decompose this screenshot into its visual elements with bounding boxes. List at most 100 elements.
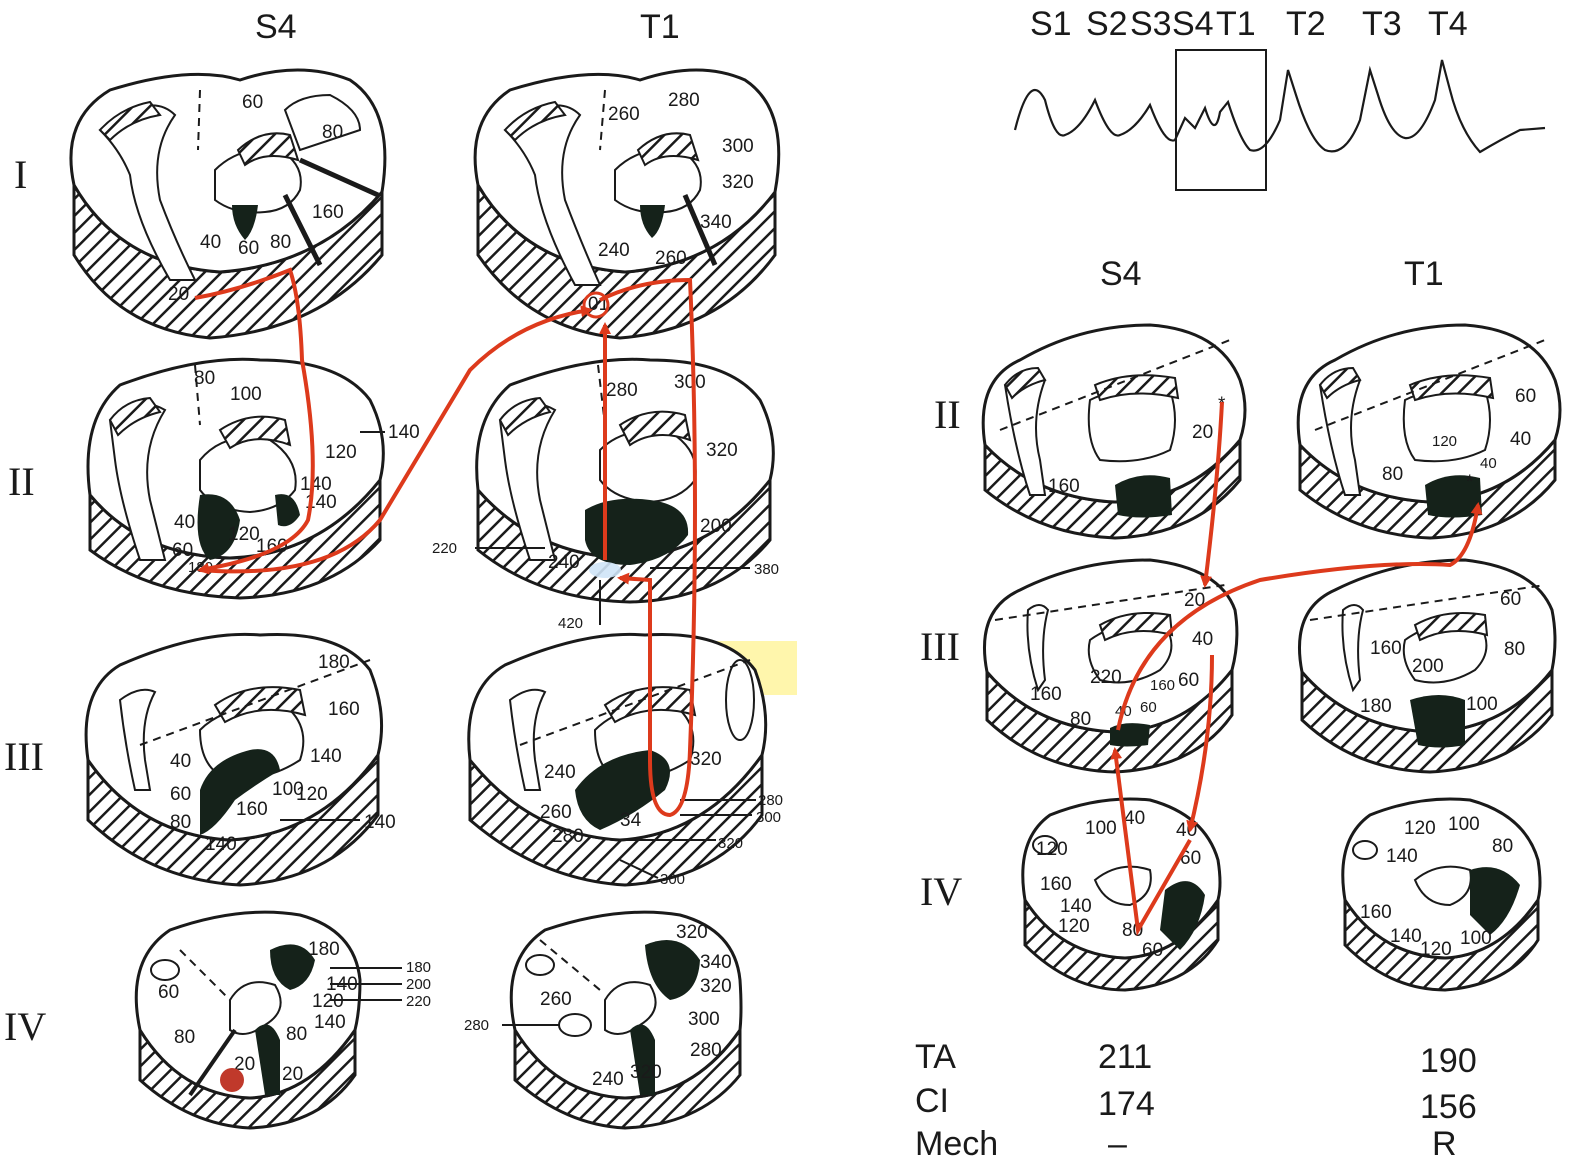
slice-left-t1-iv: 320 340 320 260 300 280 240 320 280: [464, 912, 741, 1128]
iso-label: 140: [310, 746, 342, 767]
leader-label: 220: [406, 993, 431, 1010]
iso-label: 100: [1448, 814, 1480, 835]
right-row-label-ii: II: [934, 392, 961, 437]
summary-value-t1-mech: R: [1432, 1125, 1457, 1163]
iso-label: 40: [200, 232, 221, 253]
iso-label: 20: [282, 1064, 303, 1085]
iso-label: 280: [690, 1040, 722, 1061]
iso-label: 140: [1390, 926, 1422, 947]
iso-label: 40: [1510, 429, 1531, 450]
iso-label: 220: [1090, 667, 1122, 688]
ecg-window-box: [1176, 50, 1266, 190]
summary-value-t1-ci: 156: [1420, 1088, 1477, 1126]
iso-label: 160: [1360, 902, 1392, 923]
iso-label: 80: [174, 1027, 195, 1048]
iso-label: 120: [1036, 839, 1068, 860]
leader-label: 220: [432, 540, 457, 557]
slice-right-s4-ii: * 20 160: [983, 325, 1245, 538]
iso-label: 60: [1500, 589, 1521, 610]
iso-label: 60: [1140, 699, 1157, 716]
leader-label: 300: [660, 871, 685, 888]
iso-label: 240: [548, 552, 580, 573]
iso-label: 160: [1030, 684, 1062, 705]
leader-label: 320: [718, 835, 743, 852]
iso-label: 140: [205, 834, 237, 855]
slice-left-s4-iv: 180 140 60 120 80 140 80 20 20 180 200 2…: [136, 912, 431, 1128]
iso-label: 240: [544, 762, 576, 783]
iso-label: 40: [1192, 629, 1213, 650]
iso-label: 60: [1178, 670, 1199, 691]
iso-label: 160: [312, 202, 344, 223]
slice-right-t1-iv: 120 100 140 80 160 140 120 100: [1343, 799, 1540, 990]
iso-label: 260: [608, 104, 640, 125]
iso-label: 260: [540, 989, 572, 1010]
iso-label: 200: [700, 516, 732, 537]
ecg-beat-label: S1: [1030, 5, 1072, 43]
iso-label: 80: [1492, 836, 1513, 857]
iso-label: 80: [1504, 639, 1525, 660]
slice-left-s4-ii: 80 100 120 140 40 60 120 140 160 140 180: [88, 359, 420, 598]
iso-label: 80: [1382, 464, 1403, 485]
iso-label: 140: [314, 1012, 346, 1033]
iso-label: 20: [1192, 422, 1213, 443]
iso-label: 80: [194, 368, 215, 389]
iso-label: 100: [1085, 818, 1117, 839]
iso-label: 300: [722, 136, 754, 157]
summary-value-s4-ta: 211: [1098, 1038, 1152, 1076]
ecg-beat-label: S3: [1130, 5, 1172, 43]
ecg-beat-label: S2: [1086, 5, 1128, 43]
iso-label: 40: [174, 512, 195, 533]
slice-right-t1-iii: 60 160 200 80 180 100: [1299, 560, 1555, 772]
iso-label: 320: [706, 440, 738, 461]
left-col-head-t1: T1: [640, 8, 680, 46]
iso-label: 120: [296, 784, 328, 805]
iso-label: 160: [328, 699, 360, 720]
iso-label: 320: [700, 976, 732, 997]
slice-right-s4-iii: 20 40 220 160 160 60 80 40 60: [984, 560, 1236, 772]
left-row-label-iii: III: [4, 734, 44, 779]
summary-label-ci: CI: [915, 1082, 949, 1120]
iso-label: 40: [170, 751, 191, 772]
leader-label: 180: [406, 959, 431, 976]
iso-label: 60: [170, 784, 191, 805]
iso-label: 340: [700, 952, 732, 973]
iso-label: 320: [630, 1062, 662, 1083]
iso-label: 320: [676, 922, 708, 943]
iso-label: 180: [1360, 696, 1392, 717]
iso-label: 300: [688, 1009, 720, 1030]
iso-label: 280: [606, 380, 638, 401]
left-row-label-ii: II: [8, 459, 35, 504]
iso-label: 40: [1480, 455, 1497, 472]
iso-label: 260: [540, 802, 572, 823]
iso-label: 120: [1404, 818, 1436, 839]
iso-label: 140: [1060, 896, 1092, 917]
iso-label: 60: [1515, 386, 1536, 407]
iso-label: 120: [325, 442, 357, 463]
iso-label: 140: [364, 812, 396, 833]
iso-label: 320: [722, 172, 754, 193]
iso-label: 80: [322, 122, 343, 143]
iso-label: 300: [674, 372, 706, 393]
iso-label: 80: [1070, 709, 1091, 730]
iso-label: 120: [228, 524, 260, 545]
iso-label: 100: [1460, 928, 1492, 949]
iso-label: 120: [312, 991, 344, 1012]
summary-value-t1-ta: 190: [1420, 1042, 1477, 1080]
leader-label: 420: [558, 615, 583, 632]
slice-left-t1-iii: 240 320 260 280 34 280 300 320 300: [469, 634, 783, 888]
iso-label: 60: [158, 982, 179, 1003]
slice-left-s4-i: 60 80 160 40 60 80 20: [71, 70, 385, 338]
iso-label: 160: [1370, 638, 1402, 659]
iso-label: 340: [700, 212, 732, 233]
iso-label: 160: [1048, 476, 1080, 497]
leader-label: 380: [754, 561, 779, 578]
iso-label: 240: [592, 1069, 624, 1090]
left-row-label-iv: IV: [4, 1004, 46, 1049]
iso-label: 160: [1150, 677, 1175, 694]
iso-label: 20: [168, 284, 189, 305]
summary-table: TA 211 190 CI 174 156 Mech – R: [915, 1038, 1477, 1163]
right-row-label-iii: III: [920, 624, 960, 669]
iso-label: 80: [170, 812, 191, 833]
